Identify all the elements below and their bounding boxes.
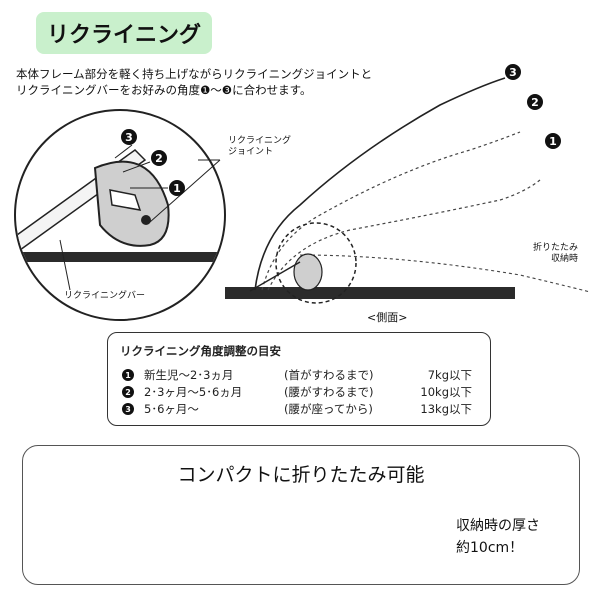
- row-age: 5･6ヶ月〜: [144, 402, 199, 416]
- guide-row: 1 新生児〜2･3ヵ月 (首がすわるまで) 7kg以下: [122, 367, 472, 383]
- row-weight: 10kg以下: [420, 385, 472, 399]
- row-condition: (首がすわるまで): [284, 368, 374, 382]
- row-number-badge: 2: [122, 386, 134, 398]
- thickness-line-2: 約10cm！: [456, 540, 524, 556]
- thickness-line-1: 収納時の厚さ: [456, 518, 540, 534]
- row-age: 新生児〜2･3ヵ月: [144, 368, 234, 382]
- recline-angle-guide: リクライニング角度調整の目安 1 新生児〜2･3ヵ月 (首がすわるまで) 7kg…: [107, 332, 491, 426]
- intro-text: 本体フレーム部分を軽く持ち上げながらリクライニングジョイントと リクライニングバ…: [16, 66, 372, 98]
- row-number-badge: 3: [122, 403, 134, 415]
- side-marker-2: 2: [527, 94, 543, 110]
- frame-position-3: [254, 77, 506, 291]
- zoom-marker-3: 3: [121, 129, 137, 145]
- joint-pin: [141, 215, 151, 225]
- row-age: 2･3ヶ月〜5･6ヵ月: [144, 385, 243, 399]
- joint-callout-line-2: ジョイント: [228, 147, 274, 157]
- frame-position-2: [261, 131, 521, 291]
- compact-fold-panel: コンパクトに折りたたみ可能: [22, 445, 580, 585]
- section-title-badge: リクライニング: [36, 12, 212, 54]
- guide-row: 3 5･6ヶ月〜 (腰が座ってから) 13kg以下: [122, 401, 472, 417]
- side-joint-disc: [293, 253, 323, 291]
- zoom-base-plate: [16, 252, 224, 262]
- side-base-plate: [225, 287, 515, 299]
- side-view-label: <側面>: [367, 311, 408, 324]
- guide-row: 2 2･3ヶ月〜5･6ヵ月 (腰がすわるまで) 10kg以下: [122, 384, 472, 400]
- row-weight: 7kg以下: [427, 368, 472, 382]
- intro-line-2: リクライニングバーをお好みの角度❶〜❸に合わせます。: [16, 83, 312, 97]
- joint-callout: リクライニング ジョイント: [228, 136, 291, 158]
- zoom-marker-2: 2: [151, 150, 167, 166]
- joint-highlight-circle: [275, 222, 357, 304]
- guide-title: リクライニング角度調整の目安: [120, 344, 281, 358]
- zoom-circle-detail: [14, 109, 226, 321]
- folded-thickness-text: 収納時の厚さ 約10cm！: [456, 515, 540, 559]
- row-weight: 13kg以下: [420, 402, 472, 416]
- folded-callout-line-1: 折りたたみ: [533, 243, 579, 253]
- section-title: リクライニング: [46, 23, 201, 48]
- compact-title: コンパクトに折りたたみ可能: [177, 464, 425, 486]
- zoom-marker-1: 1: [169, 180, 185, 196]
- joint-callout-line-1: リクライニング: [228, 136, 292, 146]
- row-condition: (腰が座ってから): [284, 402, 373, 416]
- intro-line-1: 本体フレーム部分を軽く持ち上げながらリクライニングジョイントと: [16, 67, 373, 81]
- bar-callout: リクライニングバー: [64, 291, 146, 301]
- folded-callout-line-2: 収納時: [551, 254, 579, 264]
- folded-callout: 折りたたみ 収納時: [533, 243, 578, 265]
- row-condition: (腰がすわるまで): [284, 385, 374, 399]
- row-number-badge: 1: [122, 369, 134, 381]
- frame-folded: [299, 254, 591, 293]
- side-marker-3: 3: [505, 64, 521, 80]
- recliner-side-view: [225, 77, 591, 304]
- joint-slot: [109, 189, 142, 211]
- side-marker-1: 1: [545, 133, 561, 149]
